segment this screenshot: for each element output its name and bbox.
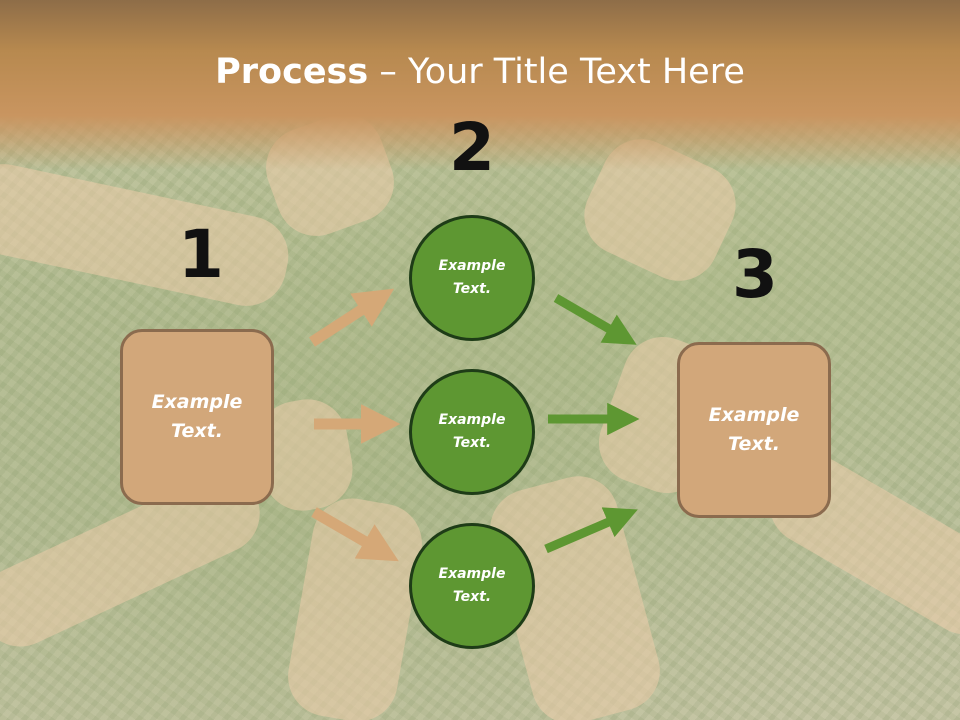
circle-bottom: Example Text. (409, 523, 535, 649)
arrow-top-to-right (553, 294, 637, 345)
left-text-box: Example Text. (120, 329, 274, 505)
arrow-left-to-bottom (311, 507, 399, 562)
title-bold: Process (215, 52, 369, 92)
arrow-left-to-top (309, 288, 395, 347)
circle-middle: Example Text. (409, 369, 535, 495)
step-number-1: 1 (178, 216, 224, 293)
slide-title: Process – Your Title Text Here (0, 52, 960, 92)
title-rest: – Your Title Text Here (368, 52, 745, 92)
step-number-3: 3 (732, 236, 778, 313)
circle-bottom-text: Example Text. (438, 566, 506, 605)
circle-top-text: Example Text. (438, 258, 506, 297)
arrow-bottom-to-right (544, 507, 638, 554)
circle-top: Example Text. (409, 215, 535, 341)
left-box-text: Example Text. (151, 391, 243, 442)
title-banner (0, 0, 960, 170)
circle-middle-text: Example Text. (438, 412, 506, 451)
step-number-2: 2 (449, 109, 495, 186)
right-box-text: Example Text. (708, 404, 800, 455)
right-text-box: Example Text. (677, 342, 831, 518)
